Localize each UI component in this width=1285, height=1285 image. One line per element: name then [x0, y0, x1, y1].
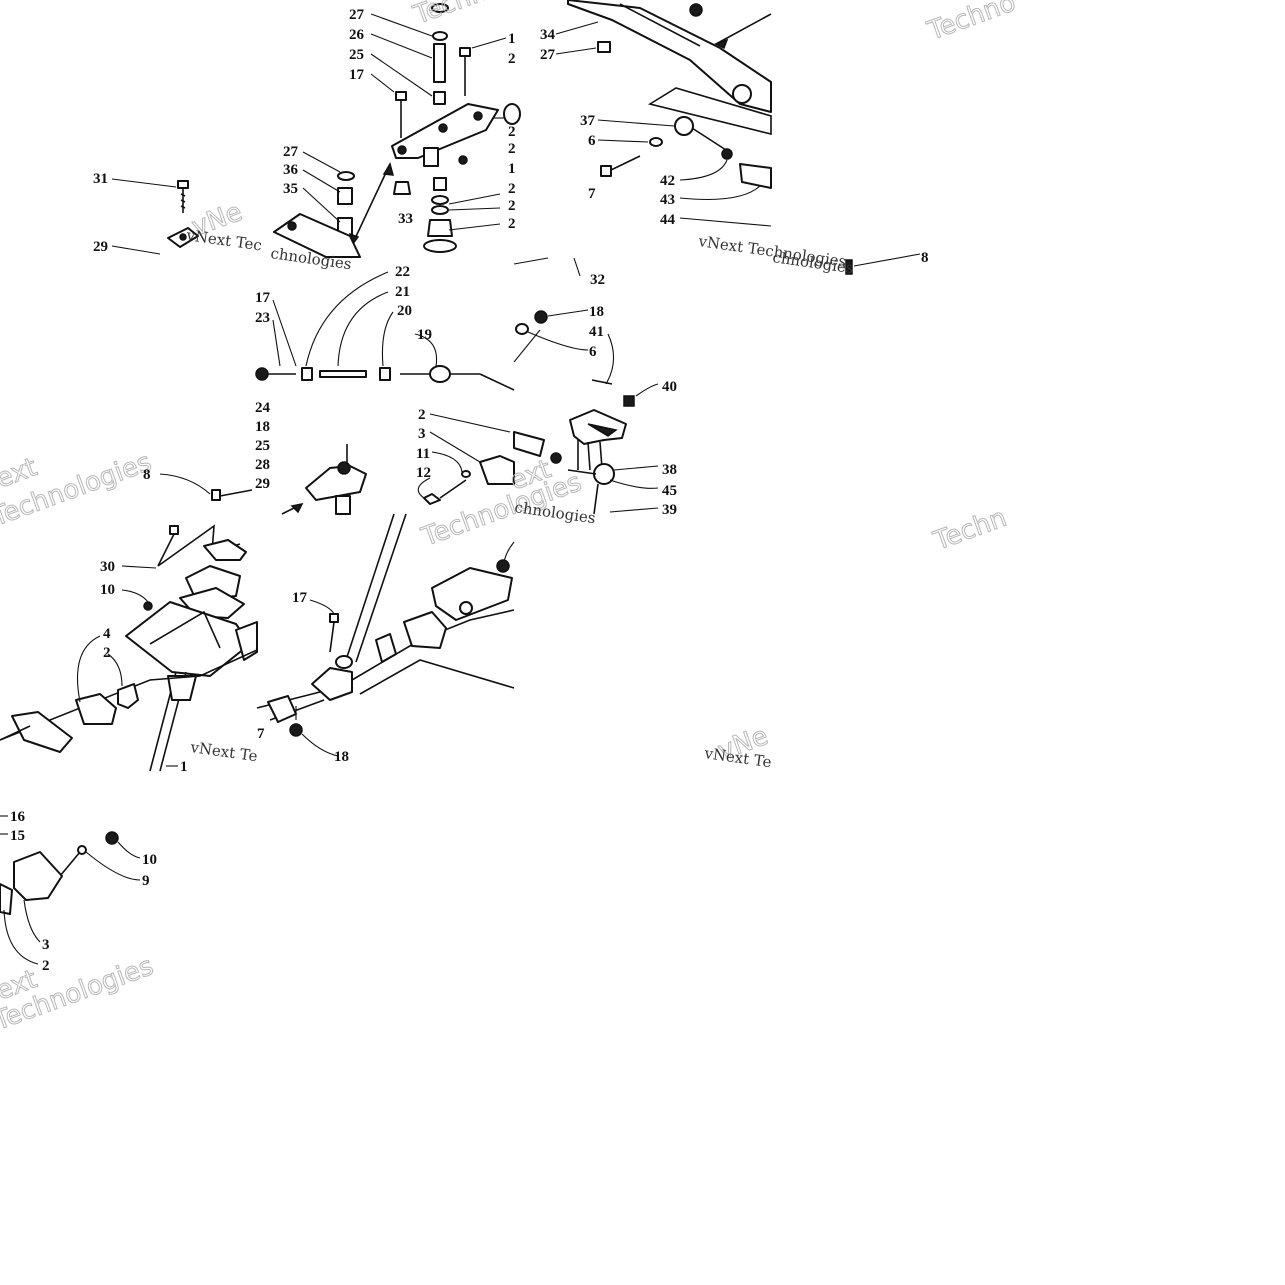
callout-label: 17: [255, 290, 271, 306]
tile-right-strip: [845, 253, 921, 275]
callout-label: 43: [660, 192, 675, 208]
tile-middle-center: [255, 271, 545, 515]
callout-label: 6: [588, 133, 596, 149]
tile-top-right: [555, 0, 772, 227]
callout-label: 30: [100, 559, 115, 575]
callout-label: 17: [349, 67, 365, 83]
callout-label: 29: [93, 239, 108, 255]
callout-label: 16: [10, 809, 26, 825]
tile-top-center: [273, 3, 521, 258]
watermark-text: vNext Tec: [184, 226, 263, 255]
callout-label: 18: [589, 304, 604, 320]
callout-label: 33: [398, 211, 413, 227]
callout-label: 35: [283, 181, 298, 197]
callout-label: 2: [508, 198, 516, 214]
tile-top-left: [111, 178, 199, 255]
callout-label: 6: [589, 344, 597, 360]
callout-label: 37: [580, 113, 596, 129]
callout-label: 7: [588, 186, 596, 202]
callout-label: 1: [508, 31, 516, 47]
callout-label: 24: [255, 400, 271, 416]
callout-label: 9: [142, 873, 150, 889]
callout-label: 7: [257, 726, 265, 742]
callout-label: 4: [103, 626, 111, 642]
tile-bottom-center: [256, 513, 515, 757]
watermark-text: Techno: [923, 0, 1019, 47]
callout-label: 18: [255, 419, 270, 435]
callouts: 27 26 25 17 1 2 34 27 37 6 7 42 43 44 31…: [10, 7, 929, 974]
callout-label: 10: [142, 852, 157, 868]
callout-label: 45: [662, 483, 677, 499]
callout-label: 25: [255, 438, 270, 454]
callout-label: 22: [395, 264, 410, 280]
callout-label: 20: [397, 303, 412, 319]
callout-label: 32: [590, 272, 605, 288]
callout-label: 17: [292, 590, 308, 606]
tile-bottom-left: [0, 524, 258, 772]
callout-label: 36: [283, 162, 299, 178]
callout-label: 11: [416, 446, 430, 462]
callout-label: 8: [143, 467, 151, 483]
callout-label: 28: [255, 457, 270, 473]
washer-part: [167, 227, 199, 248]
watermark-text: vNext Te: [188, 738, 258, 765]
watermark-text: Techn: [929, 503, 1010, 557]
callout-label: 44: [660, 212, 676, 228]
tile-middle-left: [159, 473, 253, 501]
callout-label: 2: [418, 407, 426, 423]
callout-label: 3: [418, 426, 426, 442]
callout-label: 29: [255, 476, 270, 492]
tile-lower-left: [0, 815, 141, 965]
callout-label: 2: [103, 645, 111, 661]
callout-label: 1: [180, 759, 188, 775]
watermark-text: Techno: [409, 0, 505, 31]
tile-middle-right: [513, 257, 659, 515]
callout-label: 40: [662, 379, 677, 395]
callout-label: 25: [349, 47, 364, 63]
callout-label: 27: [283, 144, 299, 160]
callout-label: 26: [349, 27, 365, 43]
callout-label: 3: [42, 937, 50, 953]
bolt-31: [177, 180, 189, 213]
callout-label: 15: [10, 828, 25, 844]
callout-label: 23: [255, 310, 270, 326]
callout-label: 2: [508, 51, 516, 67]
callout-label: 38: [662, 462, 677, 478]
callout-label: 1: [508, 161, 516, 177]
callout-label: 39: [662, 502, 677, 518]
callout-label: 27: [540, 47, 556, 63]
callout-label: 21: [395, 284, 410, 300]
callout-label: 19: [417, 327, 432, 343]
callout-label: 2: [508, 181, 516, 197]
callout-label: 2: [508, 124, 516, 140]
callout-label: 12: [416, 465, 431, 481]
callout-label: 18: [334, 749, 349, 765]
callout-label: 2: [508, 216, 516, 232]
callout-label: 8: [921, 250, 929, 266]
callout-label: 42: [660, 173, 675, 189]
callout-label: 2: [42, 958, 50, 974]
callout-label: 34: [540, 27, 556, 43]
callout-label: 41: [589, 324, 604, 340]
callout-label: 10: [100, 582, 115, 598]
callout-label: 31: [93, 171, 108, 187]
callout-label: 27: [349, 7, 365, 23]
callout-label: 2: [508, 141, 516, 157]
